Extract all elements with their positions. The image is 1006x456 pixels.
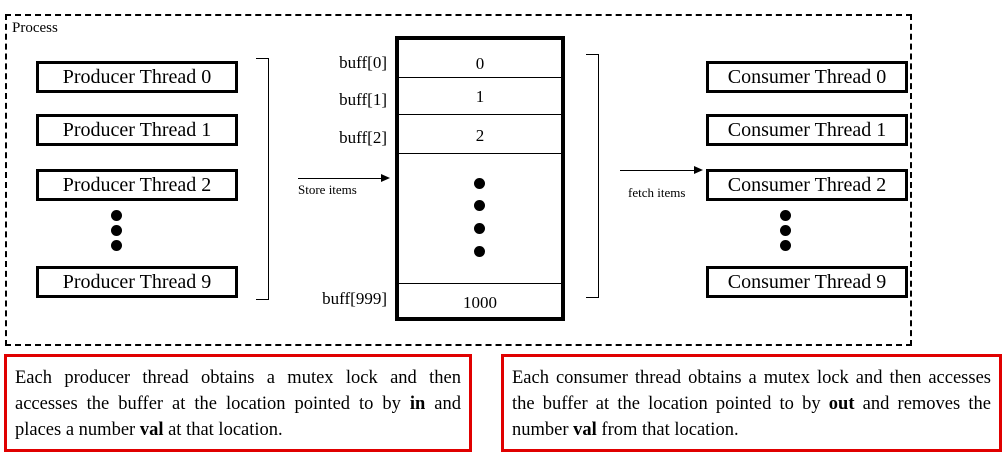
buffer-row-divider <box>399 114 561 115</box>
buffer-row-divider <box>399 283 561 284</box>
store-arrow-head <box>381 174 390 182</box>
buffer-index-label: buff[999] <box>322 289 387 308</box>
consumer-note-text: from that location. <box>596 420 739 440</box>
consumer-thread-1: Consumer Thread 1 <box>706 114 908 146</box>
fetch-items-label: fetch items <box>628 185 686 200</box>
buffer-cell-value: 1 <box>475 87 485 106</box>
producer-thread-0: Producer Thread 0 <box>36 61 238 93</box>
process-label: Process <box>12 20 58 36</box>
consumer-note-val-keyword: val <box>573 420 597 440</box>
buffer-ellipsis-dot <box>474 223 485 234</box>
fetch-arrow <box>620 170 695 171</box>
producer-note-text: Each producer thread obtains a mutex loc… <box>15 368 461 414</box>
buffer-ellipsis-dot <box>474 178 485 189</box>
producer-note: Each producer thread obtains a mutex loc… <box>4 354 472 452</box>
consumer-note-out-keyword: out <box>828 394 855 414</box>
consumer-thread-9: Consumer Thread 9 <box>706 266 908 298</box>
producer-note-val-keyword: val <box>139 420 164 440</box>
buffer-ellipsis-dot <box>474 246 485 257</box>
buffer-cell-value: 0 <box>475 54 485 73</box>
store-items-label: Store items <box>298 182 357 197</box>
consumer-ellipsis-dot <box>780 210 791 221</box>
consumer-ellipsis-dot <box>780 240 791 251</box>
consumer-note-text: Each consumer thread obtains a mutex loc… <box>512 368 991 414</box>
consumer-note: Each consumer thread obtains a mutex loc… <box>501 354 1002 452</box>
producer-ellipsis-dot <box>111 210 122 221</box>
consumer-group-bracket <box>586 54 599 298</box>
producer-note-in-keyword: in <box>409 394 426 414</box>
store-arrow <box>298 178 382 179</box>
buffer-index-label: buff[2] <box>339 128 387 147</box>
consumer-ellipsis-dot <box>780 225 791 236</box>
consumer-thread-0: Consumer Thread 0 <box>706 61 908 93</box>
buffer-ellipsis-dot <box>474 200 485 211</box>
process-boundary <box>5 14 912 346</box>
producer-note-text: at that location. <box>163 420 283 440</box>
producer-thread-1: Producer Thread 1 <box>36 114 238 146</box>
fetch-arrow-head <box>694 166 703 174</box>
buffer-cell-value: 1000 <box>463 293 497 312</box>
producer-note-text: and places a number <box>15 394 461 440</box>
consumer-thread-2: Consumer Thread 2 <box>706 169 908 201</box>
producer-ellipsis-dot <box>111 240 122 251</box>
buffer-index-label: buff[0] <box>339 53 387 72</box>
shared-buffer: 0 1 2 1000 <box>395 36 565 321</box>
producer-thread-9: Producer Thread 9 <box>36 266 238 298</box>
producer-thread-2: Producer Thread 2 <box>36 169 238 201</box>
buffer-cell-value: 2 <box>475 126 485 145</box>
buffer-row-divider <box>399 77 561 78</box>
producer-group-bracket <box>256 58 269 300</box>
buffer-row-divider <box>399 153 561 154</box>
consumer-note-text: and removes the number <box>512 394 991 440</box>
producer-ellipsis-dot <box>111 225 122 236</box>
buffer-index-label: buff[1] <box>339 90 387 109</box>
